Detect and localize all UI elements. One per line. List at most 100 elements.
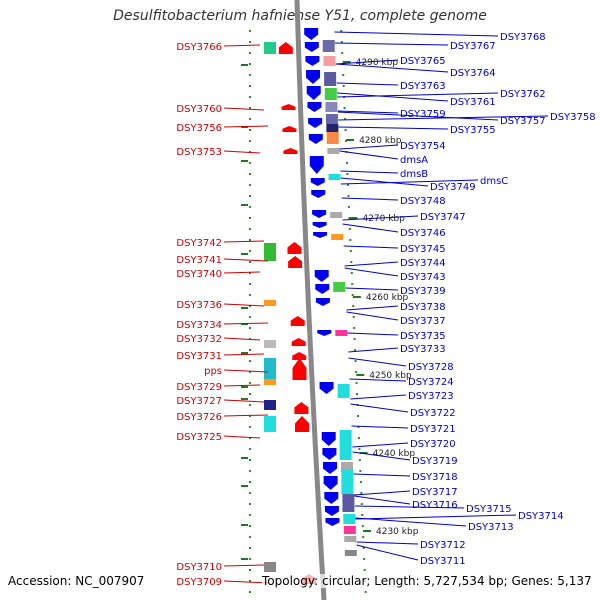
- track-dot: [361, 525, 364, 527]
- track-dot: [249, 580, 251, 582]
- right-gene-label: DSY3724: [408, 377, 454, 388]
- track-dash: [241, 457, 248, 459]
- left-leader-line: [223, 258, 269, 262]
- feature-block: [341, 470, 354, 494]
- track-dot: [349, 239, 352, 241]
- track-dash: [241, 398, 248, 400]
- right-leader-line: [347, 332, 399, 336]
- feature-block: [344, 550, 357, 556]
- track-dot: [360, 492, 363, 494]
- track-dot: [249, 85, 251, 87]
- track-dot: [350, 272, 353, 274]
- right-leader-line: [354, 505, 465, 509]
- left-gene-label: pps: [204, 366, 222, 377]
- left-leader-line: [223, 271, 261, 274]
- forward-gene-arrow: [292, 358, 307, 380]
- right-gene-label: DSY3720: [410, 439, 456, 450]
- left-leader-line: [223, 369, 269, 373]
- track-dash: [241, 485, 248, 487]
- left-leader-line: [223, 414, 269, 417]
- track-dash: [241, 524, 248, 526]
- track-dot: [249, 459, 251, 461]
- track-dot: [358, 448, 361, 450]
- right-gene-label: DSY3728: [408, 362, 454, 373]
- feature-block: [264, 42, 276, 54]
- right-leader-line: [334, 42, 449, 46]
- track-dot: [249, 30, 251, 32]
- track-dot: [340, 41, 343, 43]
- feature-block: [341, 462, 354, 472]
- forward-gene-arrow: [288, 256, 303, 268]
- track-dot: [348, 228, 351, 230]
- track-dot: [249, 470, 251, 472]
- left-leader-line: [223, 125, 269, 128]
- feature-block: [323, 56, 336, 66]
- feature-block: [328, 174, 341, 180]
- feature-block: [333, 282, 346, 292]
- track-dash: [241, 160, 248, 162]
- track-dot: [249, 481, 251, 483]
- track-dot: [249, 360, 251, 362]
- feature-block: [335, 330, 348, 336]
- track-dot: [249, 74, 251, 76]
- feature-block: [325, 114, 338, 124]
- left-leader-line: [223, 337, 261, 341]
- track-dash: [241, 352, 248, 354]
- feature-block: [325, 102, 338, 112]
- forward-gene-arrow: [283, 148, 298, 154]
- track-dot: [364, 591, 367, 593]
- right-gene-label: DSY3747: [420, 212, 466, 223]
- right-gene-label: dmsA: [400, 155, 428, 166]
- track-dot: [249, 415, 251, 417]
- right-leader-line: [345, 287, 399, 291]
- reverse-gene-arrow: [308, 134, 323, 144]
- right-leader-line: [350, 403, 409, 413]
- kbp-tick-label: 4290 kbp: [356, 58, 399, 68]
- accession-label: Accession: NC_007907: [8, 574, 145, 588]
- right-gene-label: DSY3761: [450, 97, 496, 108]
- track-dot: [249, 492, 251, 494]
- track-dot: [249, 371, 251, 373]
- reverse-gene-arrow: [309, 156, 324, 174]
- right-leader-line: [350, 394, 407, 400]
- track-dot: [342, 85, 345, 87]
- right-leader-line: [355, 514, 517, 520]
- right-gene-label: DSY3746: [400, 228, 446, 239]
- track-dot: [249, 217, 251, 219]
- track-dot: [249, 162, 251, 164]
- right-leader-line: [338, 115, 549, 121]
- right-gene-label: DSY3748: [400, 196, 446, 207]
- track-dot: [346, 184, 349, 186]
- left-gene-label: DSY3729: [176, 382, 222, 393]
- track-dot: [249, 382, 251, 384]
- left-leader-line: [223, 107, 265, 111]
- feature-block: [264, 379, 276, 385]
- right-leader-line: [351, 425, 409, 429]
- kbp-tick-label: 4260 kbp: [366, 293, 409, 303]
- right-leader-line: [335, 63, 449, 73]
- forward-gene-arrow: [294, 402, 309, 414]
- right-gene-label: DSY3768: [500, 32, 546, 43]
- left-leader-line: [223, 435, 261, 439]
- right-gene-label: DSY3717: [412, 487, 458, 498]
- track-dot: [362, 536, 365, 538]
- right-leader-line: [340, 179, 479, 185]
- track-dot: [249, 547, 251, 549]
- track-dash: [241, 386, 248, 388]
- right-gene-label: DSY3763: [400, 81, 446, 92]
- right-leader-line: [341, 197, 399, 201]
- track-dot: [361, 514, 364, 516]
- reverse-gene-arrow: [324, 492, 339, 504]
- track-dot: [249, 206, 251, 208]
- track-dot: [249, 569, 251, 571]
- right-leader-line: [337, 92, 499, 98]
- right-gene-label: DSY3762: [500, 89, 546, 100]
- track-dot: [249, 503, 251, 505]
- right-leader-line: [354, 495, 411, 505]
- track-dot: [355, 371, 358, 373]
- track-dot: [340, 30, 343, 32]
- feature-block: [342, 494, 355, 512]
- left-gene-label: DSY3731: [176, 351, 222, 362]
- track-dot: [343, 107, 346, 109]
- track-dot: [249, 316, 251, 318]
